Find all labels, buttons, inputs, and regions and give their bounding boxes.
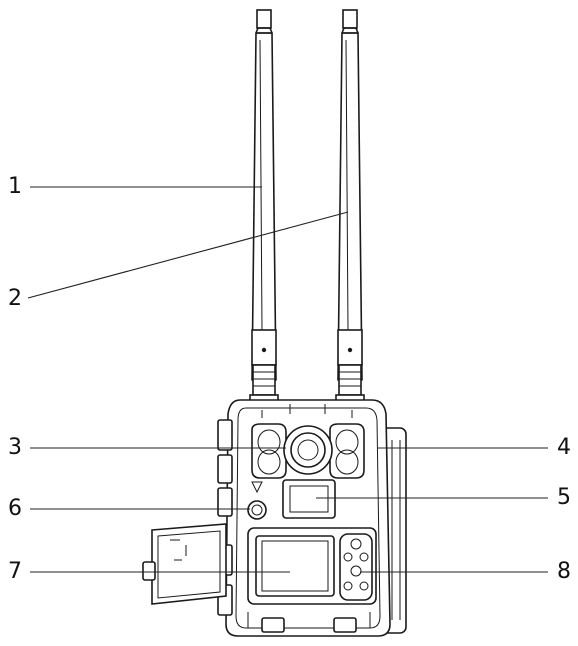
- callout-6: 6: [8, 496, 22, 521]
- leader-2: [27, 211, 349, 299]
- callout-8: 8: [557, 559, 571, 584]
- callout-2: 2: [8, 286, 22, 311]
- antenna-left: [249, 9, 279, 406]
- callout-3: 3: [8, 435, 22, 460]
- callout-4: 4: [557, 435, 571, 460]
- leader-lines: [27, 186, 548, 573]
- camera-body: [142, 399, 407, 637]
- callout-1: 1: [8, 174, 22, 199]
- callout-5: 5: [557, 485, 571, 510]
- callout-7: 7: [8, 559, 22, 584]
- antenna-right: [335, 9, 365, 406]
